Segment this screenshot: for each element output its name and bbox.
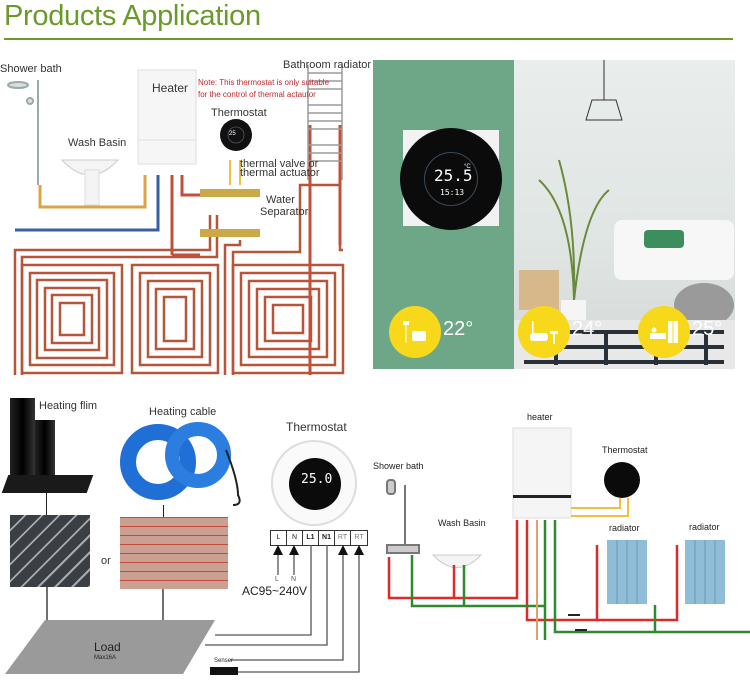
pendant-lamp-icon bbox=[585, 99, 623, 121]
water-separator-lower bbox=[200, 229, 260, 237]
label-or: or bbox=[101, 555, 111, 567]
thermostat-time: 15:13 bbox=[440, 188, 465, 197]
pouf-icon bbox=[674, 283, 734, 327]
wooden-crate bbox=[519, 270, 559, 310]
room-scene bbox=[514, 60, 735, 369]
shower-icon bbox=[386, 479, 420, 554]
terminal-block: L N L1 N1 RT RT bbox=[270, 530, 368, 546]
note-line-2: for the control of thermal actautor bbox=[198, 90, 316, 99]
label-thermal-valve-2: thermal actuator bbox=[240, 167, 320, 179]
label-thermostat: Thermostat bbox=[602, 445, 648, 455]
wash-basin-icon bbox=[431, 554, 483, 568]
heating-cable-floor-photo bbox=[120, 517, 228, 589]
arrow-rt-1 bbox=[338, 545, 348, 555]
thermostat-display: 25 bbox=[229, 131, 236, 137]
hot-water-pipes bbox=[387, 520, 679, 622]
label-power-supply: AC95~240V bbox=[242, 584, 308, 598]
label-load-max: Max16A bbox=[94, 655, 117, 661]
label-sensor: Senser bbox=[214, 658, 234, 664]
bathroom-icon bbox=[518, 306, 570, 358]
label-thermostat: Thermostat bbox=[211, 107, 267, 119]
thermostat-temp: 25.0 bbox=[301, 472, 333, 487]
label-shower-bath: Shower bath bbox=[0, 63, 62, 75]
label-line-n: N bbox=[291, 576, 297, 583]
label-thermal-valve-1: thermal valve or bbox=[240, 158, 319, 170]
heater-unit bbox=[137, 69, 197, 165]
label-heating-cable: Heating cable bbox=[149, 406, 217, 418]
boiler-radiator-diagram: heater Thermostat Shower bath Wash Basin… bbox=[365, 400, 750, 640]
shower-icon bbox=[7, 80, 39, 185]
thermostat-device: 25.5 °C 15:13 bbox=[400, 128, 502, 230]
zone-temp-bathroom: 24° bbox=[572, 318, 603, 340]
label-thermostat: Thermostat bbox=[286, 420, 347, 434]
thermostat-icon bbox=[220, 119, 252, 151]
sofa-icon bbox=[614, 220, 734, 280]
plant-icon bbox=[538, 159, 610, 301]
label-heating-film: Heating flim bbox=[39, 400, 98, 412]
bedroom-icon bbox=[638, 306, 690, 358]
label-wash-basin: Wash Basin bbox=[68, 137, 127, 149]
terminal-l1: L1 bbox=[303, 531, 319, 545]
zone-temp-living: 22° bbox=[443, 318, 474, 340]
domestic-water-pipes bbox=[15, 125, 342, 375]
terminal-n: N bbox=[287, 531, 303, 545]
label-radiator-1: radiator bbox=[609, 523, 640, 533]
heating-film-floor-photo bbox=[10, 515, 90, 587]
thermostat-temp: 25.5 bbox=[434, 166, 473, 185]
label-water-separator-1: Water bbox=[266, 194, 295, 206]
arrow-l bbox=[273, 545, 283, 555]
arrow-rt-2 bbox=[354, 545, 364, 555]
thermostat-device-white: 25.0 bbox=[271, 440, 357, 526]
heating-film-roll bbox=[10, 398, 35, 483]
page-title: Products Application bbox=[4, 0, 261, 32]
load-block bbox=[5, 620, 215, 674]
thermostat-showcase-panel: 25.5 °C 15:13 22° bbox=[373, 60, 514, 369]
arrow-n bbox=[289, 545, 299, 555]
label-line-l: L bbox=[275, 576, 279, 583]
label-shower-bath: Shower bath bbox=[373, 461, 424, 471]
bathroom-radiator-icon bbox=[307, 65, 343, 180]
note-line-1: Note: This thermostat is only suitable bbox=[198, 78, 330, 87]
label-load: Load bbox=[94, 640, 121, 654]
floor-heating-pipework bbox=[7, 65, 345, 375]
title-divider bbox=[4, 38, 733, 40]
zone-temp-bedroom: 25° bbox=[692, 318, 723, 340]
living-room-icon bbox=[389, 306, 441, 358]
wash-basin-icon bbox=[60, 159, 120, 206]
terminal-n1: N1 bbox=[319, 531, 335, 545]
heater-unit bbox=[512, 427, 572, 519]
sensor-probe bbox=[210, 667, 238, 675]
terminal-l: L bbox=[271, 531, 287, 545]
water-separator-upper bbox=[200, 189, 260, 197]
terminal-rt-2: RT bbox=[354, 534, 364, 541]
thermostat-unit: °C bbox=[464, 164, 471, 170]
wiring-lines bbox=[5, 545, 364, 675]
label-wash-basin: Wash Basin bbox=[438, 518, 486, 528]
water-floor-heating-diagram: Shower bath Heater Note: This thermostat… bbox=[0, 55, 372, 375]
terminal-rt-1: RT bbox=[335, 531, 351, 545]
heating-cable-coil bbox=[120, 422, 241, 506]
label-radiator-2: radiator bbox=[689, 522, 720, 532]
living-room-photo: 24° 25° bbox=[514, 60, 735, 369]
boiler-pipework bbox=[386, 427, 750, 640]
thermostat-icon bbox=[604, 462, 640, 498]
label-heater: Heater bbox=[152, 81, 189, 95]
return-water-pipes bbox=[410, 520, 750, 640]
label-water-separator-2: Separator bbox=[260, 206, 309, 218]
thermostat-wires bbox=[229, 160, 241, 185]
label-bathroom-radiator: Bathroom radiator bbox=[283, 59, 372, 71]
electric-floor-heating-diagram: Heating flim Heating cable or Thermostat… bbox=[0, 390, 380, 694]
label-heater: heater bbox=[527, 412, 553, 422]
